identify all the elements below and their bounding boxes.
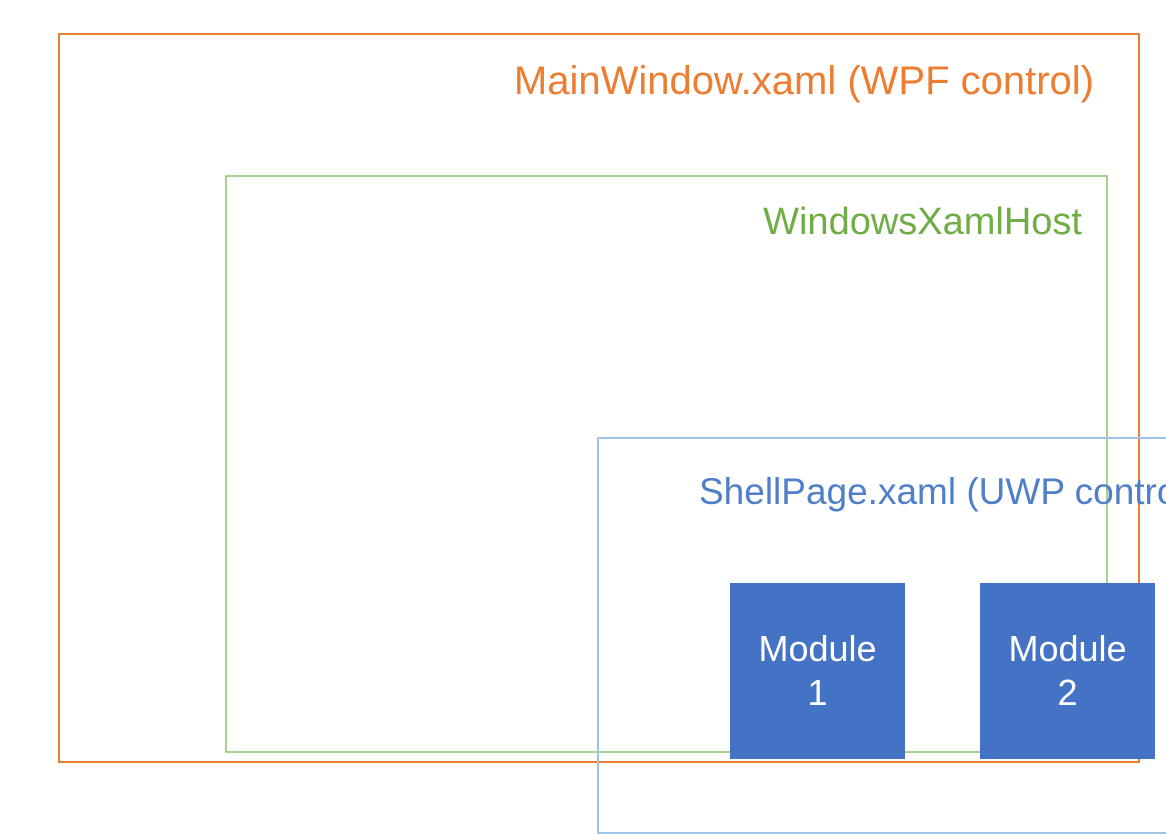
module-box-2-index: 2 [1057, 672, 1078, 713]
layer-windowsxamlhost-label: WindowsXamlHost [763, 201, 1082, 243]
layer-shellpage: ShellPage.xaml (UWP control) Module 1 Mo… [597, 437, 1166, 834]
module-box-1: Module 1 [730, 583, 905, 759]
module-box-1-title: Module [758, 628, 877, 670]
module-box-2-title: Module [1008, 628, 1127, 670]
module-box-1-index: 1 [807, 672, 828, 713]
layer-mainwindow: MainWindow.xaml (WPF control) WindowsXam… [58, 33, 1166, 834]
layer-mainwindow-label: MainWindow.xaml (WPF control) [513, 59, 1094, 103]
diagram-canvas: MainWindow.xaml (WPF control) WindowsXam… [58, 33, 1166, 834]
module-box-2: Module 2 [980, 583, 1155, 759]
layer-windowsxamlhost: WindowsXamlHost ShellPage.xaml (UWP cont… [225, 175, 1166, 834]
module-group: Module 1 Module 2 [730, 583, 1155, 759]
layer-shellpage-label: ShellPage.xaml (UWP control) [699, 471, 1166, 512]
